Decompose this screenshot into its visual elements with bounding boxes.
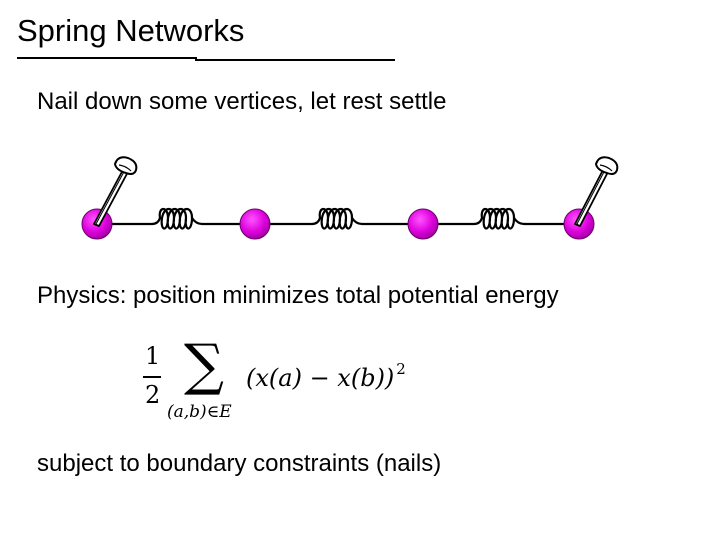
vertex-2 bbox=[239, 208, 271, 240]
summand-body: (x(a) − x(b)) bbox=[246, 364, 395, 392]
bullet-physics: Physics: position minimizes total potent… bbox=[37, 282, 559, 309]
bullet-constraints: subject to boundary constraints (nails) bbox=[37, 450, 442, 477]
vertex-3 bbox=[407, 208, 439, 240]
nail-right bbox=[574, 156, 619, 227]
fraction-bar bbox=[143, 376, 161, 378]
spring-network-diagram bbox=[81, 156, 619, 240]
nail-left bbox=[93, 156, 138, 227]
title-underline bbox=[17, 57, 197, 59]
fraction-denominator: 2 bbox=[145, 381, 161, 409]
exponent: 2 bbox=[396, 360, 406, 378]
bullet-nail-down: Nail down some vertices, let rest settle bbox=[37, 88, 447, 115]
title-underline-extension bbox=[195, 59, 395, 61]
sum-subscript: (a,b)∈E bbox=[167, 402, 232, 422]
spring-edge-2 bbox=[268, 207, 410, 230]
fraction-numerator: 1 bbox=[145, 342, 161, 370]
summand: (x(a) − x(b))2 bbox=[246, 360, 406, 392]
spring-edge-1 bbox=[110, 207, 242, 230]
slide-title: Spring Networks bbox=[17, 13, 245, 48]
sum-symbol: ∑ bbox=[184, 333, 224, 398]
spring-edge-3 bbox=[436, 207, 566, 230]
energy-formula: 1 2 ∑ (a,b)∈E (x(a) − x(b))2 bbox=[130, 334, 430, 430]
